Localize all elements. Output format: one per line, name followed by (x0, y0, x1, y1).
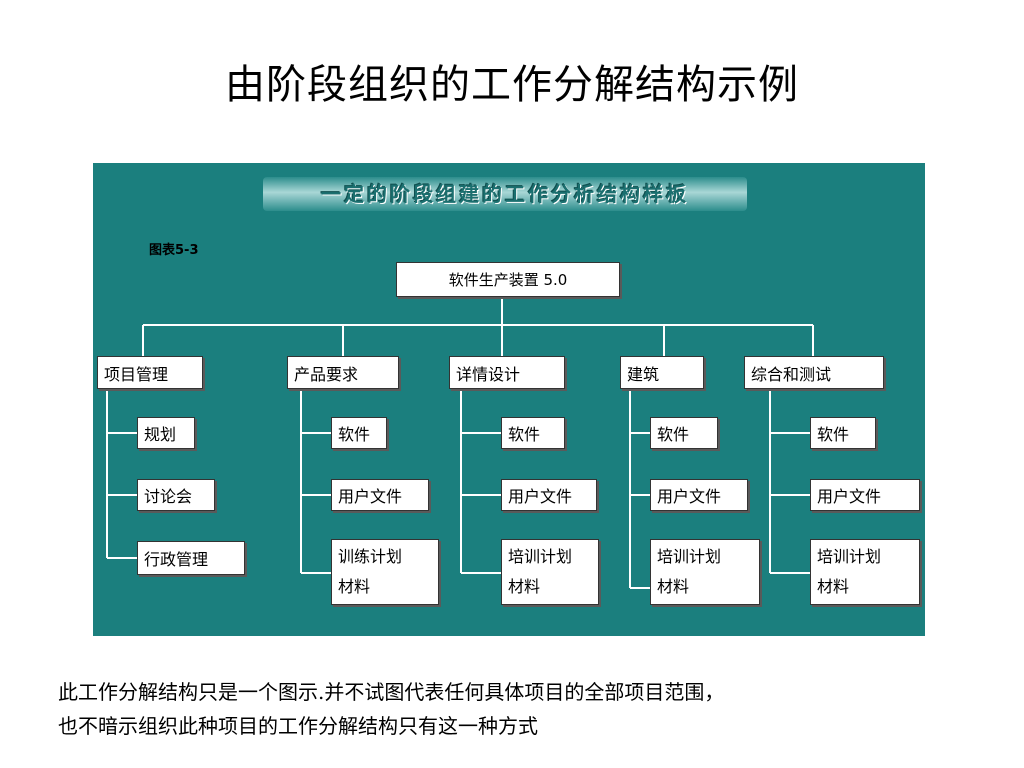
task-node: 讨论会 (137, 479, 215, 511)
task-node: 软件 (331, 417, 387, 449)
task-node-line: 材料 (657, 577, 690, 596)
root-node: 软件生产装置 5.0 (396, 262, 620, 297)
task-node: 培训计划 材料 (650, 539, 760, 605)
task-node: 用户文件 (650, 479, 748, 511)
task-node-line: 材料 (817, 577, 850, 596)
phase-node-project-management: 项目管理 (97, 356, 203, 389)
task-node: 软件 (501, 417, 565, 449)
diagram-banner: 一定的阶段组建的工作分析结构样板 (263, 177, 747, 211)
connector-lines (106, 297, 814, 589)
footnote-line-2: 也不暗示组织此种项目的工作分解结构只有这一种方式 (58, 714, 538, 738)
task-node-line: 材料 (508, 577, 541, 596)
task-node: 用户文件 (331, 479, 429, 511)
footnote: 此工作分解结构只是一个图示.并不试图代表任何具体项目的全部项目范围， 也不暗示组… (58, 675, 1018, 743)
task-node: 规划 (137, 417, 195, 449)
task-node: 行政管理 (137, 541, 245, 575)
task-node-line: 材料 (338, 577, 371, 596)
task-node-line: 培训计划 (817, 547, 882, 566)
slide-title: 由阶段组织的工作分解结构示例 (225, 62, 799, 108)
task-node: 培训计划 材料 (810, 539, 920, 605)
task-node: 培训计划 材料 (501, 539, 599, 605)
figure-label: 图表5-3 (149, 243, 199, 258)
wbs-diagram-panel: 一定的阶段组建的工作分析结构样板 图表5-3 (93, 163, 925, 636)
task-node-line: 培训计划 (508, 547, 573, 566)
footnote-line-1: 此工作分解结构只是一个图示.并不试图代表任何具体项目的全部项目范围， (58, 680, 725, 704)
phase-node-integration-testing: 综合和测试 (744, 356, 884, 389)
phase-node-detailed-design: 详情设计 (449, 356, 565, 389)
task-node: 软件 (810, 417, 876, 449)
task-node: 软件 (650, 417, 718, 449)
task-node-line: 培训计划 (657, 547, 722, 566)
task-node-line: 训练计划 (338, 547, 403, 566)
phase-node-construction: 建筑 (620, 356, 704, 389)
task-node: 用户文件 (501, 479, 597, 511)
task-node: 用户文件 (810, 479, 920, 511)
task-node: 训练计划 材料 (331, 539, 439, 605)
phase-node-product-requirements: 产品要求 (287, 356, 399, 389)
